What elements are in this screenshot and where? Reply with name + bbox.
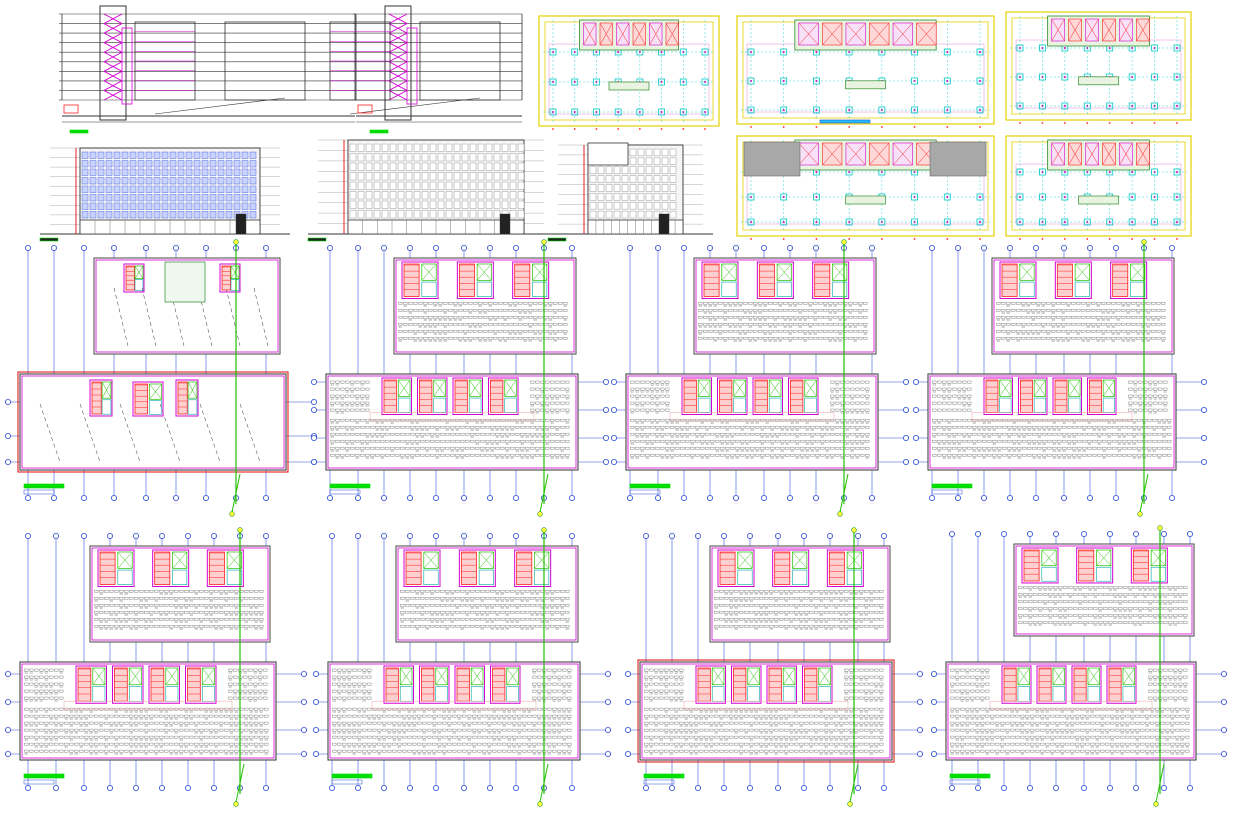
workstation-rows	[630, 380, 670, 414]
workstation-rows	[332, 707, 572, 755]
structural-plan-3	[1005, 11, 1192, 124]
stair-core	[1054, 261, 1092, 299]
stair-core	[999, 261, 1037, 299]
workstation-rows	[330, 380, 370, 414]
stair-core	[717, 549, 755, 587]
workstation-rows	[330, 418, 570, 459]
stair-core	[132, 381, 164, 417]
floor-plan-4	[913, 239, 1208, 517]
stair-core	[185, 665, 217, 704]
workstation-rows	[950, 707, 1190, 755]
workstation-rows	[932, 380, 972, 412]
floor-plan-7	[625, 527, 924, 807]
workstation-rows	[332, 668, 372, 702]
workstation-rows	[228, 668, 268, 702]
stair-core	[752, 377, 783, 415]
workstation-rows	[714, 590, 884, 630]
stair-core	[772, 549, 810, 587]
stair-core	[512, 261, 550, 299]
stair-core	[514, 549, 552, 587]
stair-core	[731, 665, 762, 704]
stair-core	[89, 379, 113, 417]
stair-core	[403, 549, 441, 587]
workstation-rows	[24, 668, 64, 702]
workstation-rows	[698, 302, 868, 342]
building-elevations	[39, 139, 713, 242]
stair-core	[695, 665, 726, 704]
stair-core	[458, 549, 496, 587]
floor-plans	[5, 239, 1228, 807]
floor-plan-2	[310, 239, 610, 517]
structural-plan-2	[736, 15, 995, 128]
stair-core	[1130, 547, 1168, 584]
stair-core	[802, 665, 833, 704]
stair-core	[75, 665, 107, 704]
floor-plan-3	[611, 239, 910, 517]
workstation-rows	[950, 668, 990, 702]
stair-core	[206, 549, 244, 587]
floor-plan-6	[312, 527, 612, 807]
stair-core	[1071, 665, 1102, 704]
stair-core	[419, 665, 450, 704]
stair-core	[123, 263, 145, 293]
stair-core	[401, 261, 439, 299]
stair-core	[717, 377, 748, 415]
workstation-rows	[398, 302, 568, 342]
stair-core	[756, 261, 794, 299]
floor-plan-1	[5, 239, 317, 517]
stair-core	[1052, 377, 1082, 415]
building-section-left	[59, 5, 356, 123]
stair-core	[97, 549, 135, 587]
floor-plan-5	[5, 527, 307, 807]
stair-core	[1018, 377, 1048, 415]
stair-core	[488, 377, 519, 415]
stair-core	[456, 261, 494, 299]
workstation-rows	[644, 707, 884, 755]
workstation-rows	[1018, 586, 1188, 626]
workstation-rows	[644, 668, 684, 702]
stair-core	[452, 377, 483, 415]
stair-core	[1110, 261, 1148, 299]
structural-plans	[538, 11, 1192, 240]
stair-core	[1076, 547, 1114, 584]
elevation-front	[39, 147, 290, 242]
workstation-rows	[400, 590, 570, 630]
elevation-side	[547, 144, 713, 242]
workstation-rows	[1128, 380, 1168, 414]
building-section-right	[329, 5, 523, 123]
stair-core	[1001, 665, 1032, 704]
stair-core	[1021, 547, 1059, 584]
stair-core	[152, 549, 190, 587]
building-sections	[59, 5, 523, 134]
stair-core	[701, 261, 739, 299]
stair-core	[826, 549, 864, 587]
workstation-rows	[996, 302, 1166, 342]
workstation-rows	[94, 590, 264, 630]
structural-plan-5	[1005, 135, 1192, 240]
stair-core	[417, 377, 448, 415]
workstation-rows	[530, 380, 570, 414]
stair-core	[219, 263, 241, 293]
stair-core	[1106, 665, 1137, 704]
stair-core	[490, 665, 521, 704]
floor-plan-8	[931, 525, 1228, 807]
stair-core	[766, 665, 797, 704]
stair-core	[175, 379, 199, 417]
elevation-rear	[307, 139, 554, 242]
structural-plan-1	[538, 15, 720, 130]
stair-core	[383, 665, 414, 704]
